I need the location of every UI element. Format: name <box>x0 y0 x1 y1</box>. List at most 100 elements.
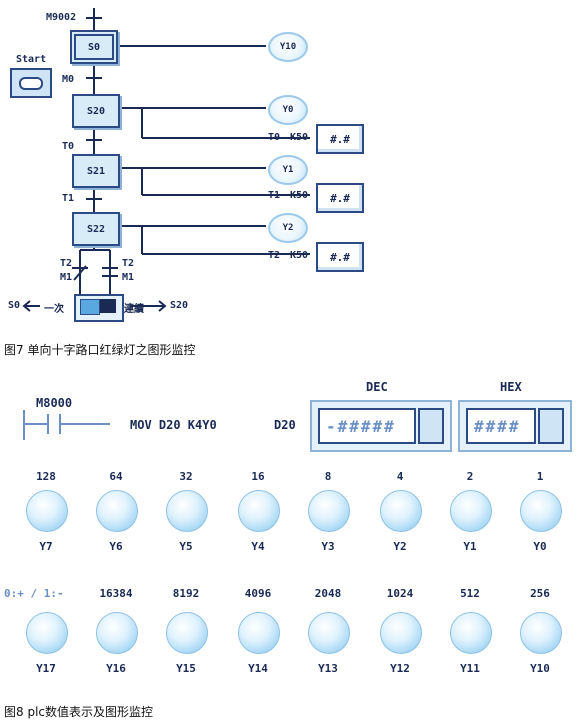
output-label: Y3 <box>321 540 335 553</box>
mode-once-label: 一次 <box>44 304 64 315</box>
weight-label: 16384 <box>99 587 133 600</box>
register-label: D20 <box>274 418 296 432</box>
output-label: Y14 <box>248 662 268 675</box>
branch-right-top: T2 <box>122 258 135 269</box>
ladder-contact-label: M8000 <box>36 396 73 410</box>
weight-label: 512 <box>460 587 480 600</box>
coil-y10: Y10 <box>268 32 308 62</box>
step-s21[interactable]: S21 <box>72 154 120 188</box>
weight-label: 16 <box>251 470 265 483</box>
lamp-y2 <box>380 490 422 532</box>
lamp-y3 <box>308 490 350 532</box>
coil-y10-label: Y10 <box>279 42 297 52</box>
dec-label: DEC <box>366 380 388 394</box>
figure-caption-7: 图7 单向十字路口红绿灯之图形监控 <box>4 343 196 357</box>
weight-label: 8 <box>324 470 332 483</box>
branch-left-top: T2 <box>60 258 73 269</box>
coil-y2-label: Y2 <box>282 223 294 233</box>
timer-t0-label: T0 <box>268 132 281 143</box>
timer-t2-constant: K50 <box>290 250 309 261</box>
output-label: Y11 <box>460 662 480 675</box>
timer-t2-display: #.# <box>316 242 364 272</box>
weight-label: 128 <box>36 470 56 483</box>
weight-label: 32 <box>179 470 193 483</box>
output-label: Y15 <box>176 662 196 675</box>
timer-t1-display: #.# <box>316 183 364 213</box>
lamp-y5 <box>166 490 208 532</box>
mode-continuous-label: 連續 <box>124 304 144 315</box>
lamp-y13 <box>308 612 350 654</box>
weight-label: 2048 <box>314 587 342 600</box>
lamp-y15 <box>166 612 208 654</box>
step-s0[interactable]: S0 <box>70 30 118 64</box>
weight-label: 2 <box>466 470 474 483</box>
hex-value: #### <box>466 408 536 444</box>
initial-condition-label: M9002 <box>46 12 77 23</box>
step-s20[interactable]: S20 <box>72 94 120 128</box>
coil-y0: Y0 <box>268 95 308 125</box>
output-label: Y12 <box>390 662 410 675</box>
lamp-y10 <box>520 612 562 654</box>
output-label: Y5 <box>179 540 193 553</box>
timer-t1-constant: K50 <box>290 190 309 201</box>
weight-label: 4 <box>396 470 404 483</box>
mode-right-target: S20 <box>170 300 189 311</box>
lamp-y12 <box>380 612 422 654</box>
weight-label: 256 <box>530 587 550 600</box>
weight-label: 64 <box>109 470 123 483</box>
sfc-wires <box>22 8 310 312</box>
transition-m0: M0 <box>62 74 75 85</box>
ladder-instruction: MOV D20 K4Y0 <box>130 418 217 432</box>
sign-note: 0:+ / 1:- <box>4 587 64 600</box>
step-s0-label: S0 <box>87 41 101 53</box>
start-label: Start <box>16 54 47 65</box>
lamp-y4 <box>238 490 280 532</box>
mode-toggle-left <box>80 299 100 315</box>
transition-t1: T1 <box>62 193 75 204</box>
mode-left-target: S0 <box>8 300 21 311</box>
start-switch-icon <box>19 77 43 90</box>
lamp-y14 <box>238 612 280 654</box>
output-label: Y7 <box>39 540 53 553</box>
lamp-y7 <box>26 490 68 532</box>
dec-value: -##### <box>318 408 416 444</box>
lamp-y11 <box>450 612 492 654</box>
mode-toggle-right <box>100 299 116 313</box>
output-label: Y13 <box>318 662 338 675</box>
lamp-y16 <box>96 612 138 654</box>
output-label: Y16 <box>106 662 126 675</box>
step-s22-label: S22 <box>86 223 106 235</box>
timer-t1-label: T1 <box>268 190 281 201</box>
coil-y1: Y1 <box>268 155 308 185</box>
weight-label: 8192 <box>172 587 200 600</box>
hex-label: HEX <box>500 380 522 394</box>
timer-t0-constant: K50 <box>290 132 309 143</box>
step-s21-label: S21 <box>86 165 106 177</box>
output-label: Y6 <box>109 540 123 553</box>
branch-right-bottom: M1 <box>122 272 135 283</box>
start-button[interactable] <box>10 68 52 98</box>
timer-t2-label: T2 <box>268 250 281 261</box>
output-label: Y2 <box>393 540 407 553</box>
dec-display: -##### <box>310 400 452 452</box>
step-s20-label: S20 <box>86 105 106 117</box>
weight-label: 1 <box>536 470 544 483</box>
hex-knob <box>538 408 564 444</box>
timer-t0-value: #.# <box>330 132 350 146</box>
coil-y1-label: Y1 <box>282 165 294 175</box>
timer-t1-value: #.# <box>330 191 350 205</box>
transition-t0: T0 <box>62 141 75 152</box>
lamp-y17 <box>26 612 68 654</box>
step-s22[interactable]: S22 <box>72 212 120 246</box>
lamp-y6 <box>96 490 138 532</box>
dec-knob <box>418 408 444 444</box>
mode-toggle[interactable] <box>74 294 124 322</box>
lamp-y1 <box>450 490 492 532</box>
branch-left-bottom: M1 <box>60 272 73 283</box>
ladder-wires <box>23 410 110 440</box>
weight-label: 4096 <box>244 587 272 600</box>
lamp-y0 <box>520 490 562 532</box>
output-label: Y10 <box>530 662 550 675</box>
output-label: Y0 <box>533 540 547 553</box>
timer-t2-value: #.# <box>330 250 350 264</box>
